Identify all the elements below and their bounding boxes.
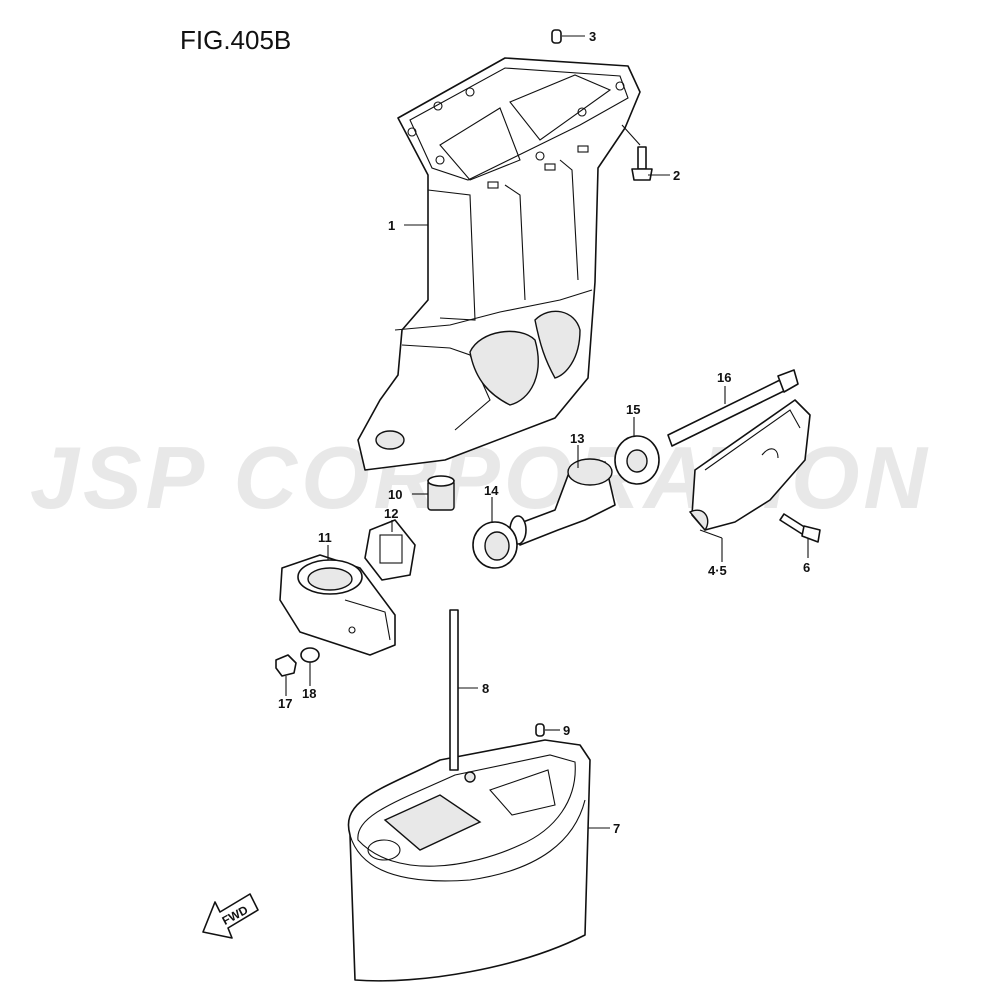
callout-2: 2 [673,168,680,183]
callout-10: 10 [388,487,402,502]
callout-17: 17 [278,696,292,711]
part-15-grommet [614,435,660,485]
callout-9: 9 [563,723,570,738]
part-18-washer [300,647,320,663]
part-12-rubber-block [364,519,416,581]
callout-12: 12 [384,506,398,521]
callout-8: 8 [482,681,489,696]
callout-18: 18 [302,686,316,701]
leader-lines [285,35,809,829]
callout-15: 15 [626,402,640,417]
part-13-sleeve [509,458,616,546]
part-3-dowel-pin [551,29,562,44]
callout-14: 14 [484,483,499,498]
part-10-bushing [427,475,455,511]
callout-13: 13 [570,431,584,446]
part-7-lower-housing [347,739,591,982]
part-17-nut [275,654,297,677]
callout-16: 16 [717,370,731,385]
callout-labels: 1 2 3 4·5 6 7 8 9 10 11 12 13 14 15 16 1… [278,29,810,836]
part-11-mount-bracket [279,554,396,656]
part-6-bolt [779,513,821,543]
part-4-5-cover [688,399,811,532]
callout-4-5: 4·5 [708,563,727,578]
callout-6: 6 [803,560,810,575]
callout-1: 1 [388,218,395,233]
part-2-bolt [631,146,653,181]
part-14-seal [472,521,518,569]
part-9-dowel-pin [535,723,545,737]
part-16-long-bolt [667,369,799,447]
callout-7: 7 [613,821,620,836]
part-8-stud [449,609,459,771]
callout-11: 11 [318,530,332,545]
part-1-driveshaft-housing [357,57,641,471]
callout-3: 3 [589,29,596,44]
figure-title: FIG.405B [180,25,291,55]
fwd-arrow: FWD [202,893,259,939]
